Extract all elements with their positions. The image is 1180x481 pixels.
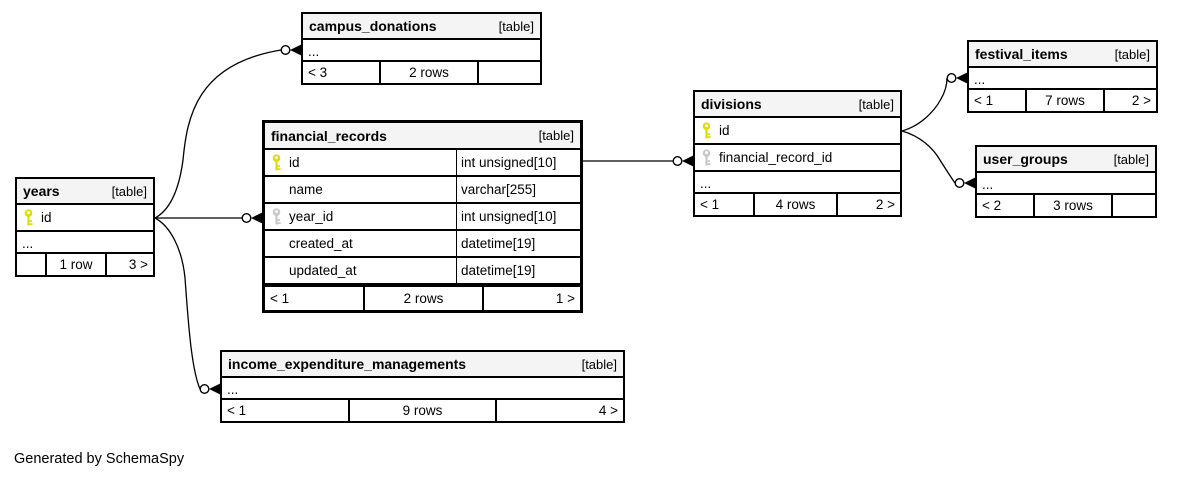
table-title: campus_donations [309,18,437,34]
row-count: 4 rows [775,197,816,212]
column-name: id [289,155,300,170]
relationship-line [154,49,282,219]
column-name: name [289,182,323,197]
table-campus-donations[interactable]: campus_donations [table] ... < 3 2 rows [301,12,542,85]
column-row: created_at datetime[19] [265,231,580,258]
parent-count: < 1 [222,400,350,421]
column-name: created_at [289,236,353,251]
column-name: id [719,123,730,138]
parent-count [17,254,47,275]
column-row: financial_record_id [695,145,900,172]
foreign-key-icon [271,208,282,225]
table-title: festival_items [975,46,1068,62]
table-type-badge: [table] [538,128,574,143]
table-header: festival_items [table] [969,42,1156,68]
table-user-groups[interactable]: user_groups [table] ... < 2 3 rows [975,145,1157,218]
parent-count: < 2 [977,195,1035,216]
row-count: 7 rows [1045,93,1085,108]
table-title: divisions [701,96,762,112]
row-count: 1 row [59,257,93,272]
hidden-columns-row: ... [303,40,540,62]
column-type: int unsigned[10] [456,204,580,229]
column-row: id [695,118,900,145]
table-header: years [table] [17,179,153,205]
column-name: year_id [289,209,334,224]
table-stats-footer: < 3 2 rows [303,62,540,83]
key-icon-spacer [271,262,282,279]
table-header: campus_donations [table] [303,14,540,40]
child-count: 3 > [105,254,153,275]
primary-key-icon [23,209,34,226]
primary-key-icon [701,122,712,139]
table-stats-footer: < 1 4 rows 2 > [695,194,900,215]
table-type-badge: [table] [1113,151,1149,167]
child-count: 1 > [482,287,580,310]
table-stats-footer: < 1 7 rows 2 > [969,90,1156,111]
parent-count: < 1 [265,287,365,310]
table-type-badge: [table] [581,356,617,372]
foreign-key-icon [701,149,712,166]
column-row: updated_at datetime[19] [265,258,580,285]
column-row: year_id int unsigned[10] [265,204,580,231]
table-years[interactable]: years [table] id ... 1 row 3 > [15,177,155,277]
table-header: income_expenditure_managements [table] [222,352,623,378]
table-title: years [23,183,60,199]
table-stats-footer: < 1 2 rows 1 > [265,285,580,310]
hidden-columns-row: ... [969,68,1156,90]
table-financial-records[interactable]: financial_records [table] id int unsigne… [262,120,583,313]
relationship-line [901,130,956,184]
hidden-columns-row: ... [695,172,900,194]
column-row: name varchar[255] [265,177,580,204]
column-name: updated_at [289,263,357,278]
row-count: 2 rows [403,291,444,306]
key-icon-spacer [271,235,282,252]
column-name: id [41,210,52,225]
primary-key-icon [271,154,282,171]
child-count: 2 > [836,194,900,215]
table-title: user_groups [983,151,1068,167]
fk-end-markers [199,44,975,395]
table-income-expenditure-managements[interactable]: income_expenditure_managements [table] .… [220,350,625,423]
parent-count: < 3 [303,62,381,83]
table-type-badge: [table] [498,18,534,34]
relationship-line [901,77,948,132]
table-divisions[interactable]: divisions [table] id financial_record_id… [693,90,902,217]
hidden-columns-row: ... [17,232,153,254]
relationship-line [154,217,201,390]
child-count [477,62,540,83]
table-type-badge: [table] [858,96,894,112]
table-header: divisions [table] [695,92,900,118]
column-name: financial_record_id [719,150,833,165]
table-title: financial_records [271,127,387,144]
table-header: financial_records [table] [265,123,580,150]
key-icon-spacer [271,181,282,198]
table-header: user_groups [table] [977,147,1155,173]
parent-count: < 1 [695,194,755,215]
hidden-columns-row: ... [222,378,623,400]
child-count: 4 > [495,400,623,421]
child-count: 2 > [1103,90,1156,111]
row-count: 3 rows [1053,198,1093,213]
column-row: id [17,205,153,232]
table-stats-footer: < 2 3 rows [977,195,1155,216]
generator-credit: Generated by SchemaSpy [14,451,185,467]
column-type: varchar[255] [456,177,580,202]
table-type-badge: [table] [1114,46,1150,62]
column-type: datetime[19] [456,258,580,283]
parent-count: < 1 [969,90,1027,111]
column-type: int unsigned[10] [456,150,580,175]
table-stats-footer: < 1 9 rows 4 > [222,400,623,421]
row-count: 2 rows [409,65,449,80]
child-count [1111,195,1155,216]
column-row: id int unsigned[10] [265,150,580,177]
table-type-badge: [table] [111,183,147,199]
column-type: datetime[19] [456,231,580,256]
hidden-columns-row: ... [977,173,1155,195]
row-count: 9 rows [402,403,443,418]
table-stats-footer: 1 row 3 > [17,254,153,275]
table-festival-items[interactable]: festival_items [table] ... < 1 7 rows 2 … [967,40,1158,113]
table-title: income_expenditure_managements [228,356,467,372]
